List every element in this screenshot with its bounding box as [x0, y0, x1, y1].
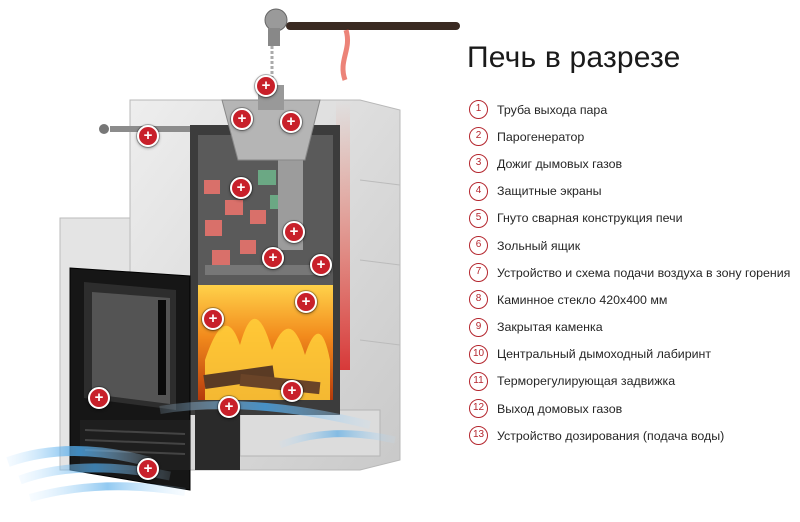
legend-item: 9 Закрытая каменка [469, 314, 794, 341]
legend-number-badge: 1 [469, 100, 488, 120]
legend-number-badge: 13 [469, 426, 488, 446]
legend-number-badge: 3 [469, 154, 488, 174]
hotspot-marker[interactable]: + [262, 247, 284, 269]
legend-item: 6 Зольный ящик [469, 232, 794, 259]
legend-label: Парогенератор [497, 129, 585, 144]
legend-item: 8 Каминное стекло 420x400 мм [469, 286, 794, 313]
legend-label: Закрытая каменка [497, 320, 603, 335]
legend-number-badge: 2 [469, 127, 488, 147]
legend-list: 1 Труба выхода пара 2 Парогенератор 3 Дожиг… [469, 96, 794, 449]
hotspot-marker[interactable]: + [280, 111, 302, 133]
legend-number-badge: 10 [469, 344, 488, 364]
hotspot-marker[interactable]: + [231, 108, 253, 130]
legend-number-badge: 6 [469, 236, 488, 256]
legend-label: Устройство и схема подачи воздуха в зону… [497, 265, 791, 280]
legend-label: Центральный дымоходный лабиринт [497, 347, 712, 362]
legend-item: 2 Парогенератор [469, 123, 794, 150]
legend-label: Гнуто сварная конструкция печи [497, 211, 683, 226]
legend-item: 5 Гнуто сварная конструкция печи [469, 205, 794, 232]
hotspot-marker[interactable]: + [295, 291, 317, 313]
legend-number-badge: 9 [469, 317, 488, 337]
hotspot-marker[interactable]: + [137, 125, 159, 147]
legend-item: 7 Устройство и схема подачи воздуха в зон… [469, 259, 794, 286]
hotspot-marker[interactable]: + [283, 221, 305, 243]
hotspot-marker[interactable]: + [310, 254, 332, 276]
legend-label: Защитные экраны [497, 184, 602, 199]
legend-number-badge: 8 [469, 290, 488, 310]
legend-item: 13 Устройство дозирования (подача воды) [469, 422, 794, 449]
legend-item: 10 Центральный дымоходный лабиринт [469, 341, 794, 368]
legend-number-badge: 4 [469, 181, 488, 201]
legend-label: Дожиг дымовых газов [497, 156, 623, 171]
hotspot-marker[interactable]: + [230, 177, 252, 199]
legend-label: Устройство дозирования (подача воды) [497, 428, 725, 443]
legend-label: Каминное стекло 420x400 мм [497, 292, 668, 307]
fireplace-door [69, 267, 240, 491]
legend-number-badge: 11 [469, 371, 488, 391]
hotspot-marker[interactable]: + [88, 387, 110, 409]
legend-number-badge: 12 [469, 399, 488, 419]
hotspot-marker[interactable]: + [255, 75, 277, 97]
hotspot-marker[interactable]: + [218, 396, 240, 418]
legend-label: Труба выхода пара [497, 102, 608, 117]
hotspot-marker[interactable]: + [281, 380, 303, 402]
stove-cutaway-illustration [6, 8, 460, 502]
legend-item: 3 Дожиг дымовых газов [469, 150, 794, 177]
legend-label: Зольный ящик [497, 238, 581, 253]
legend-item: 1 Труба выхода пара [469, 96, 794, 123]
legend-label: Терморегулирующая задвижка [497, 374, 676, 389]
stove-body [190, 85, 340, 415]
legend-number-badge: 5 [469, 208, 488, 228]
page-title: Печь в разрезе [467, 41, 681, 74]
hotspot-marker[interactable]: + [202, 308, 224, 330]
legend-label: Выход домовых газов [497, 401, 623, 416]
legend-item: 11 Терморегулирующая задвижка [469, 368, 794, 395]
legend-item: 4 Защитные экраны [469, 178, 794, 205]
legend-number-badge: 7 [469, 263, 488, 283]
hotspot-marker[interactable]: + [137, 458, 159, 480]
valve-handle [264, 8, 460, 90]
legend-item: 12 Выход домовых газов [469, 395, 794, 422]
